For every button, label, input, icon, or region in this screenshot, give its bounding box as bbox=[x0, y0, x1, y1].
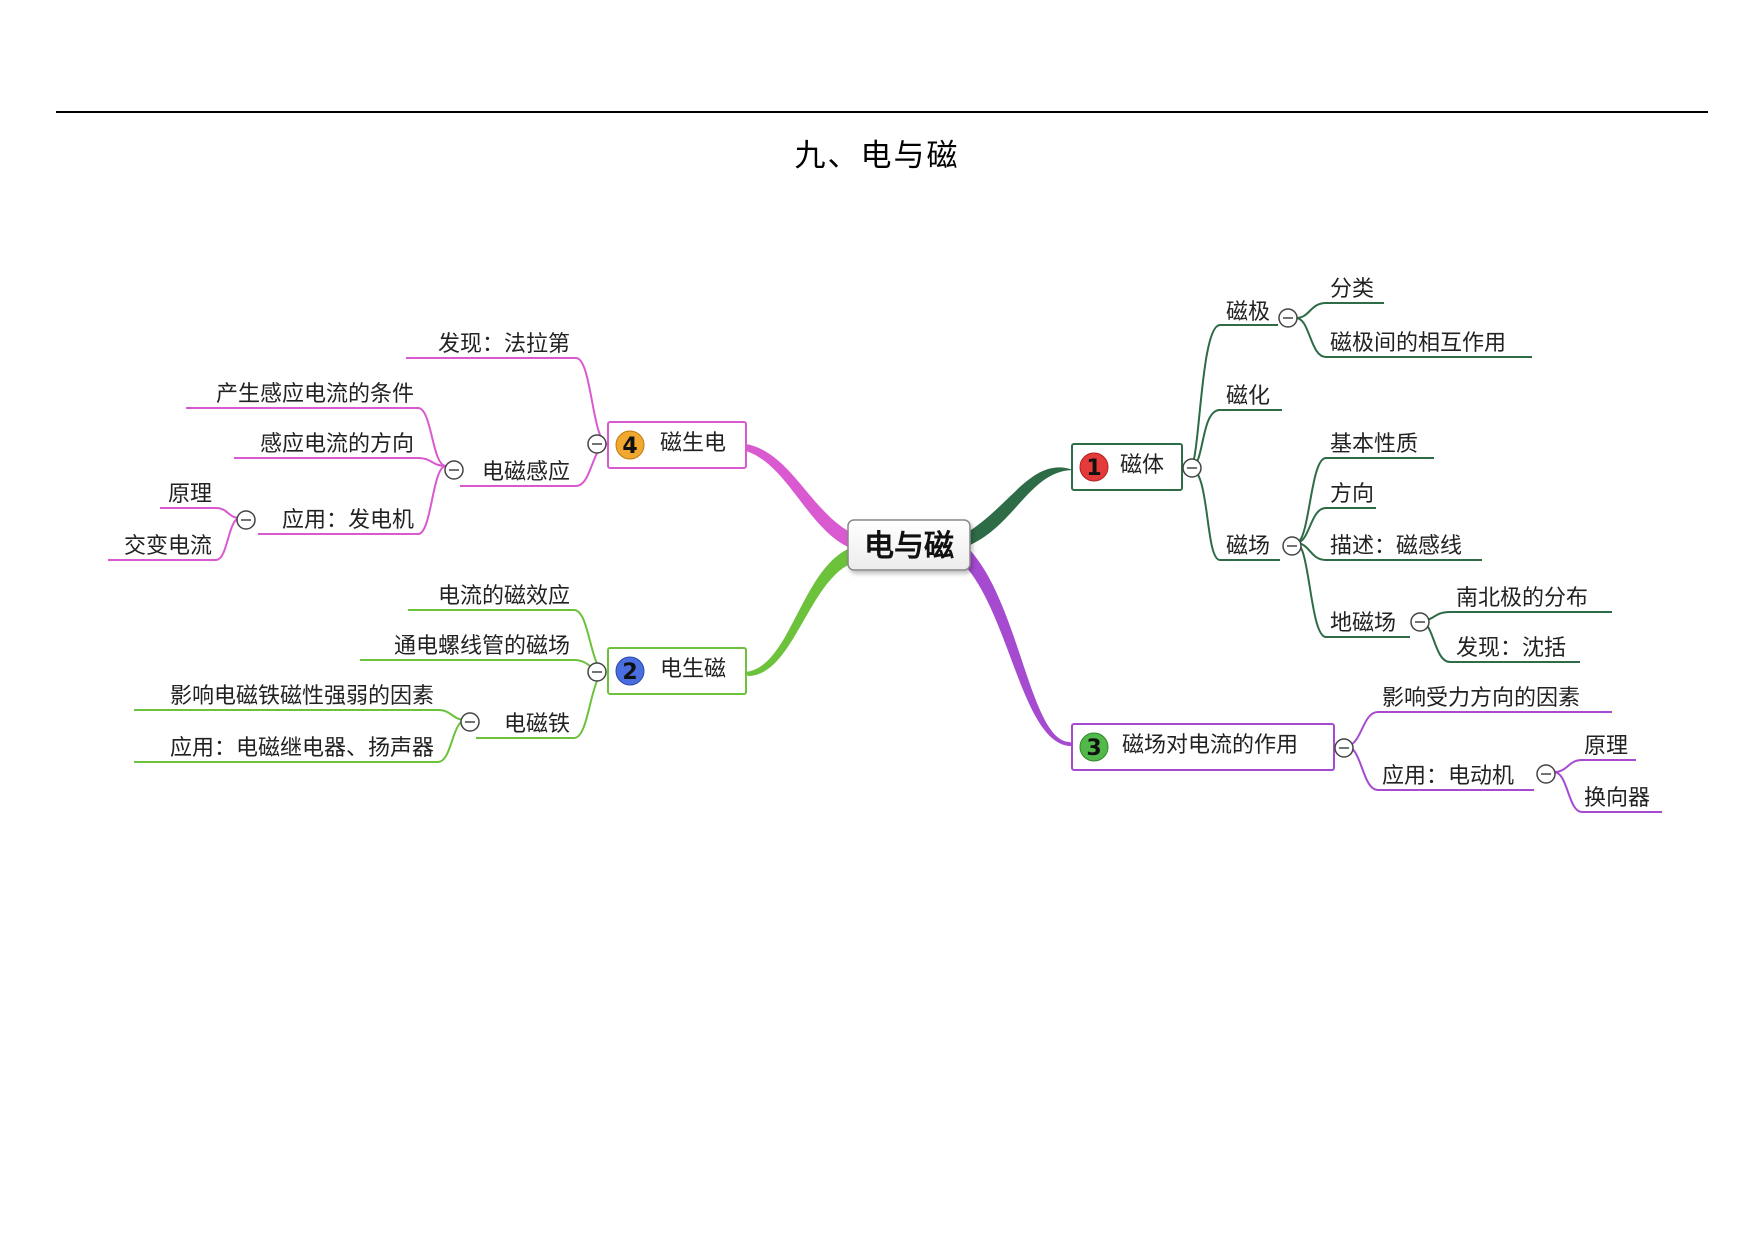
topic-fenlei[interactable]: 分类 bbox=[1330, 277, 1374, 302]
svg-text:3: 3 bbox=[1086, 736, 1101, 761]
toggle-diandongji[interactable] bbox=[1536, 764, 1556, 784]
topic-yuanli-b4[interactable]: 原理 bbox=[168, 482, 212, 507]
svg-text:4: 4 bbox=[622, 434, 637, 459]
branch-node-1[interactable]: 1 磁体 bbox=[1071, 443, 1183, 491]
topic-ganying-fangxiang[interactable]: 感应电流的方向 bbox=[260, 432, 414, 457]
header-rule bbox=[56, 111, 1708, 113]
toggle-dicichang[interactable] bbox=[1410, 612, 1430, 632]
topic-yingxiang-cixing[interactable]: 影响电磁铁磁性强弱的因素 bbox=[170, 684, 434, 709]
topic-cihua[interactable]: 磁化 bbox=[1226, 384, 1270, 409]
topic-fadianji[interactable]: 应用：发电机 bbox=[282, 508, 414, 533]
branch-2-label: 电生磁 bbox=[660, 657, 726, 682]
svg-text:2: 2 bbox=[622, 660, 637, 685]
branch-3-label: 磁场对电流的作用 bbox=[1122, 733, 1298, 758]
badge-4-icon bbox=[615, 430, 645, 460]
topic-diancitie[interactable]: 电磁铁 bbox=[504, 712, 570, 737]
toggle-diancigany[interactable] bbox=[444, 460, 464, 480]
topic-jiaobian-dianliu[interactable]: 交变电流 bbox=[124, 534, 212, 559]
topic-chansheng-tiaojian[interactable]: 产生感应电流的条件 bbox=[216, 382, 414, 407]
root-node[interactable]: 电与磁 bbox=[847, 519, 971, 571]
b1-subtopics: 磁极 分类 磁极间的相互作用 磁化 磁场 基本性质 方向 描述：磁感线 地磁场 … bbox=[1226, 277, 1588, 661]
topic-nanbeiji[interactable]: 南北极的分布 bbox=[1456, 586, 1588, 611]
topic-cijí[interactable]: 磁极 bbox=[1226, 300, 1270, 325]
b4-subtopics: 发现：法拉第 电磁感应 产生感应电流的条件 感应电流的方向 应用：发电机 原理 … bbox=[124, 332, 570, 559]
main-connectors bbox=[742, 444, 1074, 747]
topic-dianliu-cixiaoying[interactable]: 电流的磁效应 bbox=[438, 584, 570, 609]
topic-shenkuo[interactable]: 发现：沈括 bbox=[1456, 636, 1566, 661]
b2-subtopics: 电流的磁效应 通电螺线管的磁场 电磁铁 影响电磁铁磁性强弱的因素 应用：电磁继电… bbox=[170, 584, 570, 761]
connector-root-b1 bbox=[968, 467, 1074, 546]
connector-root-b4 bbox=[742, 444, 850, 548]
b3-subtopics: 影响受力方向的因素 应用：电动机 原理 换向器 bbox=[1382, 686, 1650, 811]
root-label: 电与磁 bbox=[864, 529, 954, 564]
toggle-diancitie[interactable] bbox=[460, 712, 480, 732]
topic-huanxiangqi[interactable]: 换向器 bbox=[1584, 786, 1650, 811]
topic-ciji-xianghu[interactable]: 磁极间的相互作用 bbox=[1330, 331, 1506, 356]
topic-jidianqi[interactable]: 应用：电磁继电器、扬声器 bbox=[170, 736, 434, 761]
badge-3-icon bbox=[1079, 732, 1109, 762]
topic-diancigany[interactable]: 电磁感应 bbox=[482, 460, 570, 485]
toggle-ciji[interactable] bbox=[1278, 308, 1298, 328]
topic-shouli-fangxiang[interactable]: 影响受力方向的因素 bbox=[1382, 686, 1580, 711]
topic-jiben-xingzhi[interactable]: 基本性质 bbox=[1330, 432, 1418, 457]
branch-node-2[interactable]: 2 电生磁 bbox=[607, 647, 747, 695]
topic-dicichang[interactable]: 地磁场 bbox=[1330, 611, 1396, 636]
topic-miaoshu[interactable]: 描述：磁感线 bbox=[1330, 534, 1462, 559]
toggle-b4[interactable] bbox=[587, 434, 607, 454]
svg-text:1: 1 bbox=[1086, 456, 1101, 481]
topic-diandongji[interactable]: 应用：电动机 bbox=[1382, 764, 1514, 789]
topic-fangxiang[interactable]: 方向 bbox=[1330, 482, 1374, 507]
branch-1-label: 磁体 bbox=[1120, 453, 1164, 478]
toggle-cichang[interactable] bbox=[1282, 536, 1302, 556]
toggle-b1[interactable] bbox=[1182, 458, 1202, 478]
connector-root-b2 bbox=[744, 548, 850, 676]
toggle-b3[interactable] bbox=[1334, 738, 1354, 758]
branch-node-3[interactable]: 3 磁场对电流的作用 bbox=[1071, 723, 1335, 771]
badge-2-icon bbox=[615, 656, 645, 686]
topic-falaidi[interactable]: 发现：法拉第 bbox=[438, 332, 570, 357]
connector-root-b3 bbox=[955, 548, 1074, 747]
page-title: 九、电与磁 bbox=[794, 138, 960, 174]
badge-1-icon bbox=[1079, 452, 1109, 482]
topic-yuanli-b3[interactable]: 原理 bbox=[1584, 734, 1628, 759]
toggle-b2[interactable] bbox=[587, 662, 607, 682]
topic-luoxianguan[interactable]: 通电螺线管的磁场 bbox=[394, 634, 570, 659]
branch-node-4[interactable]: 4 磁生电 bbox=[607, 421, 747, 469]
branch-4-label: 磁生电 bbox=[660, 431, 726, 456]
topic-cichang[interactable]: 磁场 bbox=[1226, 534, 1270, 559]
toggle-fadianji[interactable] bbox=[236, 510, 256, 530]
